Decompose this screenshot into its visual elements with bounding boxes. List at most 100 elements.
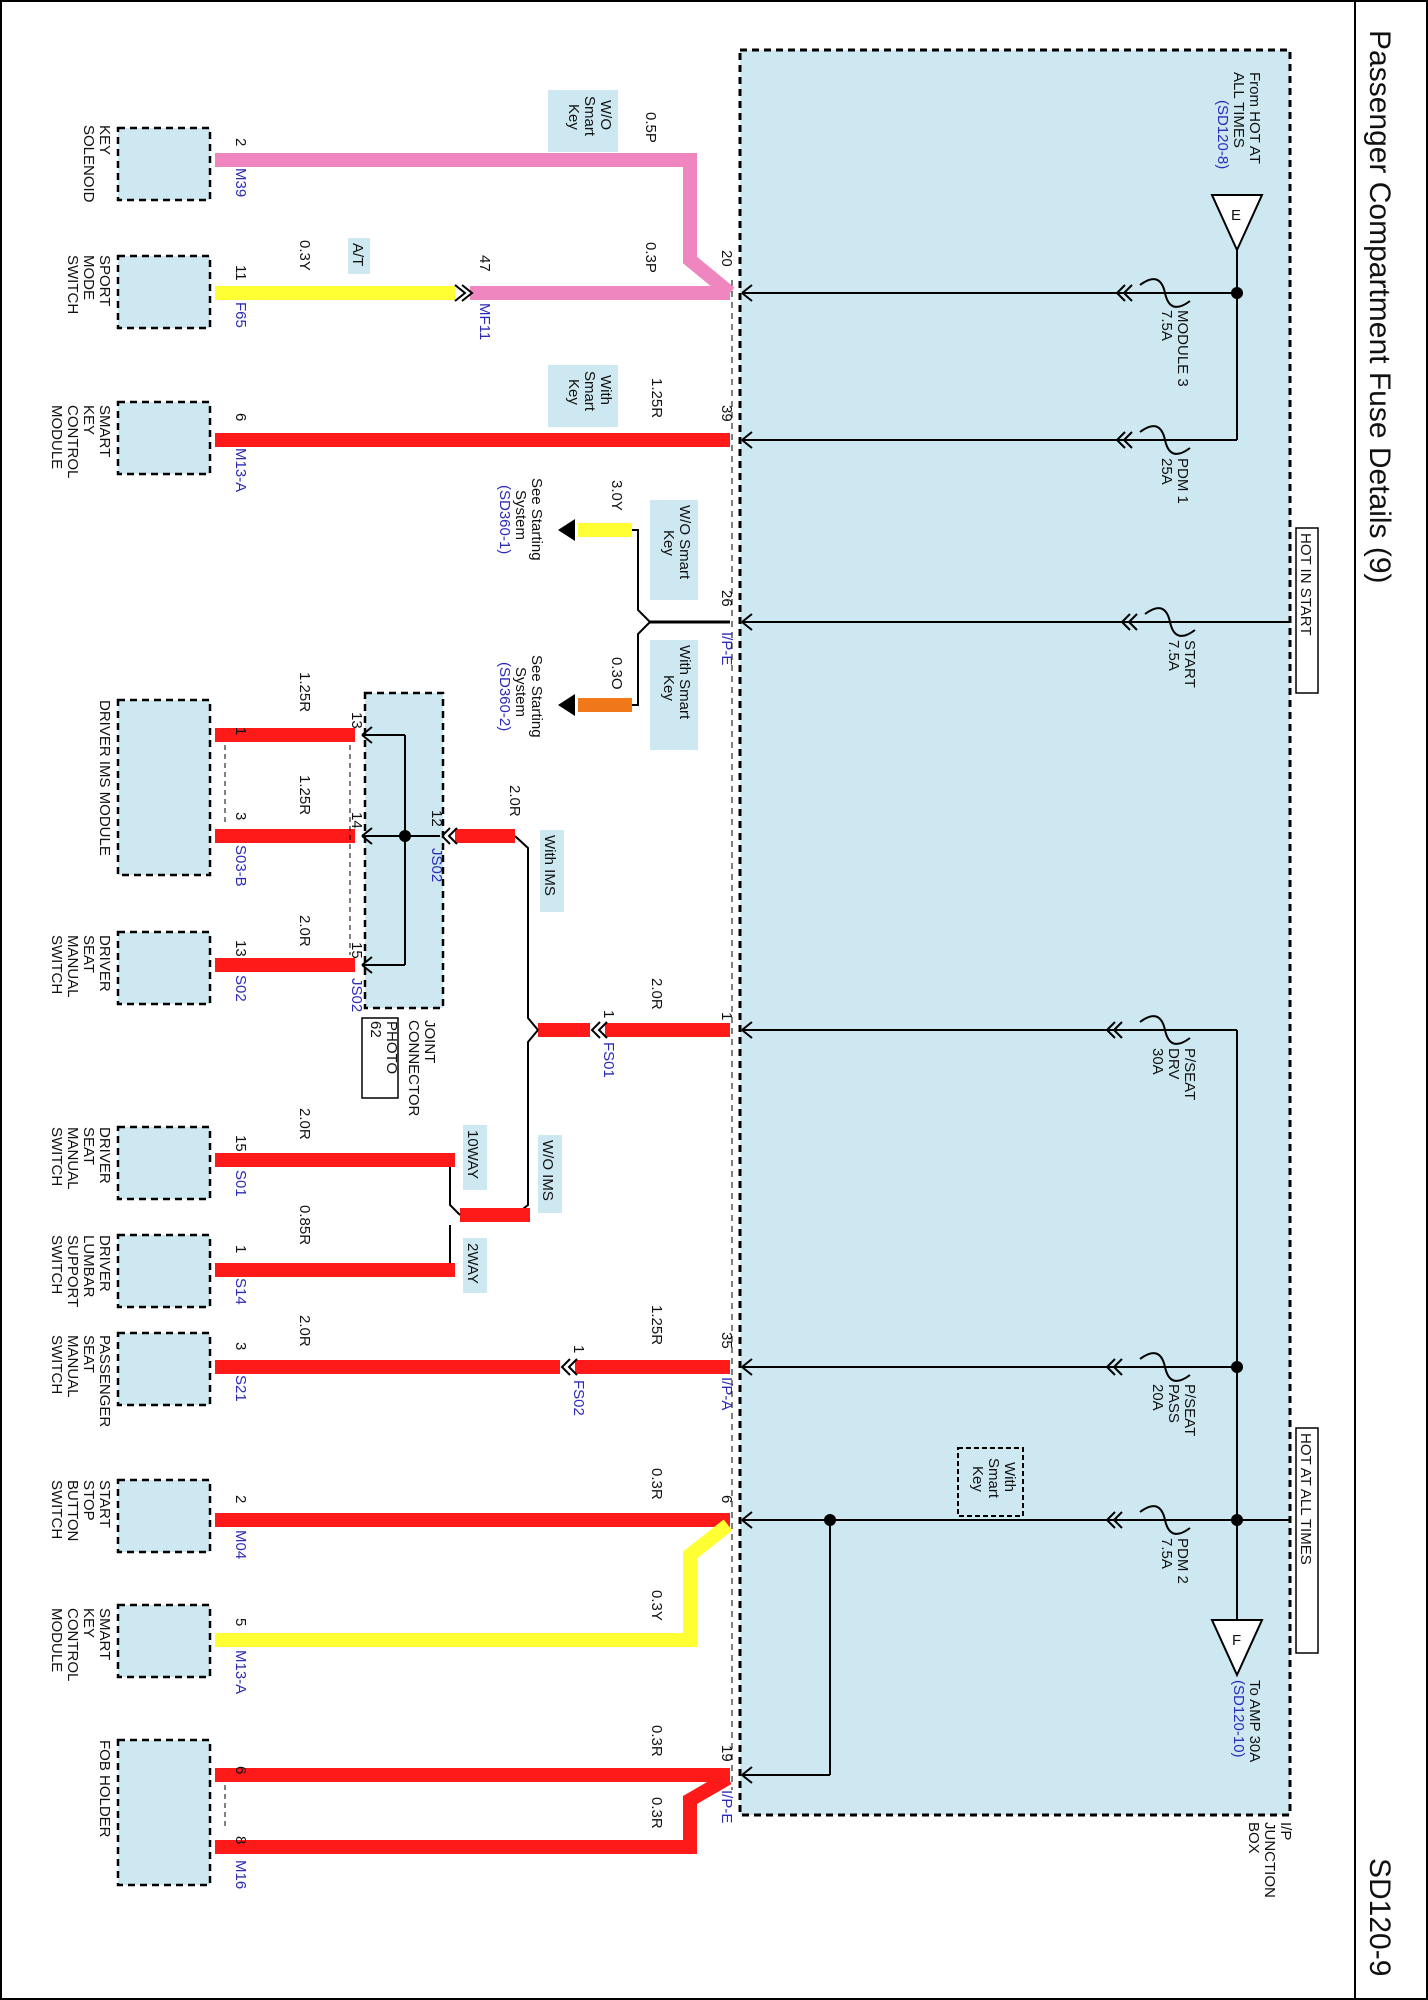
svg-text:Key: Key [660,675,677,701]
fuse-rating-pdm1: 25A [1158,458,1175,485]
from-line-2: ALL TIMES [1230,72,1247,148]
mf11-label: MF11 [476,303,493,340]
svg-text:KEY: KEY [80,1608,97,1638]
joint-connector-label-1: JOINT [421,1020,438,1063]
svg-text:Key: Key [565,104,582,130]
see-starting-2-line2: System [512,667,529,717]
fuse-rating-pdm2: 7.5A [1158,1538,1175,1569]
fuse-name-module3: MODULE 3 [1174,310,1191,387]
fuse-rating-start: 7.5A [1165,640,1182,671]
to-letter: F [1232,1632,1241,1649]
fuse-name-pseat-drv: P/SEAT [1181,1048,1198,1100]
svg-text:LUMBAR: LUMBAR [80,1235,97,1298]
svg-text:SWITCH: SWITCH [48,1480,65,1539]
tag-with-ims [540,830,564,912]
see-starting-1-line3: (SD360-1) [496,485,513,554]
js-pin-15: 15 [348,942,365,959]
svg-text:SWITCH: SWITCH [48,1127,65,1186]
svg-text:15: 15 [232,1135,249,1152]
pin-ipa: I/P-A [718,1377,735,1410]
joint-connector-label-2: CONNECTOR [405,1020,422,1117]
fuse-row-module3: MODULE 3 7.5A [741,278,1237,387]
fs02-pin: 1 [570,1345,587,1353]
see-starting-1-line1: See Starting [528,478,545,561]
fuse-symbol-pseat-drv [1139,1015,1191,1045]
svg-text:START: START [96,1480,113,1528]
hot-in-start-box [1295,527,1319,694]
wire-size-125r-1: 1.25R [296,672,313,712]
svg-text:DRIVER IMS MODULE: DRIVER IMS MODULE [96,700,113,856]
junction-box-name-3: BOX [1245,1822,1262,1854]
component-driver-lumbar-support-switch: 1 S14 DRIVER LUMBAR SUPPORT SWITCH [48,1233,249,1309]
fuse-rating-pseat-pass: 20A [1149,1384,1166,1411]
fs01-pin: 1 [600,1010,617,1018]
svg-text:MANUAL: MANUAL [64,935,81,998]
svg-text:W/O IMS: W/O IMS [539,1140,556,1201]
svg-text:SEAT: SEAT [80,1335,97,1373]
svg-text:SEAT: SEAT [80,1127,97,1165]
from-letter: E [1231,207,1241,224]
svg-text:2: 2 [232,1495,249,1503]
wire-size-125r-3: 1.25R [296,775,313,815]
fuse-name-pdm1: PDM 1 [1174,458,1191,504]
component-smart-key-control-module-2: 5 M13-A SMART KEY CONTROL MODULE [48,1603,249,1694]
junction-box-name-2: JUNCTION [1261,1822,1278,1898]
wire-smart-key-2 [215,1519,733,1647]
wire-size-03y-m13: 0.3Y [648,1590,665,1621]
wsk-line-2: Smart [985,1458,1002,1499]
svg-text:A/T: A/T [349,243,366,266]
svg-text:PASSENGER: PASSENGER [96,1335,113,1427]
svg-text:SUPPORT: SUPPORT [64,1235,81,1307]
fuse-symbol-pdm1 [1139,425,1191,455]
wire-size-20r-fs: 2.0R [648,978,665,1010]
svg-text:5: 5 [232,1618,249,1626]
svg-text:SWITCH: SWITCH [64,255,81,314]
wsk-line-1: With [1001,1462,1018,1492]
fuse-rating-module3: 7.5A [1158,310,1175,341]
fuse-symbol-pseat-pass [1139,1352,1191,1382]
svg-text:SEAT: SEAT [80,935,97,973]
svg-text:MANUAL: MANUAL [64,1335,81,1398]
svg-text:M13-A: M13-A [232,1650,249,1694]
svg-text:2: 2 [232,138,249,146]
pin-1: 1 [718,1012,735,1020]
connector-fs02-symbol [560,1358,578,1376]
component-fob-holder: 6 8 M16 FOB HOLDER [96,1738,249,1889]
from-triangle-e [1210,194,1264,253]
svg-text:M16: M16 [232,1860,249,1889]
svg-text:BUTTON: BUTTON [64,1480,81,1541]
svg-text:8: 8 [232,1836,249,1844]
svg-text:3: 3 [232,812,249,820]
wire-key-solenoid [215,153,735,299]
pin-6: 6 [718,1495,735,1503]
see-starting-2-line1: See Starting [528,655,545,738]
svg-text:Key: Key [565,379,582,405]
wsk-line-3: Key [969,1466,986,1492]
svg-text:6: 6 [232,1766,249,1774]
see-starting-1-line2: System [512,490,529,540]
to-line-1: To AMP 30A [1246,1680,1263,1762]
photo-box [361,1017,399,1099]
to-triangle-f [1210,1619,1264,1678]
svg-text:SMART: SMART [96,405,113,457]
component-key-solenoid: 2 M39 KEY SOLENOID [80,125,249,203]
svg-text:MODE: MODE [80,255,97,300]
ip-junction-box [738,48,1292,1817]
with-smart-key-box [957,1447,1024,1517]
wire-size-085r: 0.85R [296,1205,313,1245]
wire-size-20r-js: 2.0R [506,785,523,817]
pin-26: 26 [718,590,735,607]
fuse-name2-pseat-drv: DRV [1165,1048,1182,1079]
svg-text:11: 11 [232,265,249,281]
fuse-name-pdm2: PDM 2 [1174,1538,1191,1584]
svg-text:Smart: Smart [581,96,598,137]
svg-text:S21: S21 [232,1375,249,1402]
fuse-row-pdm1: PDM 1 25A [741,425,1200,504]
wire-size-20r-s01: 2.0R [296,1108,313,1140]
fuse-name-start: START [1181,640,1198,688]
hot-in-start-label: HOT IN START [1297,533,1314,636]
svg-text:Smart: Smart [581,371,598,412]
fuse-rating-pseat-drv: 30A [1149,1048,1166,1075]
